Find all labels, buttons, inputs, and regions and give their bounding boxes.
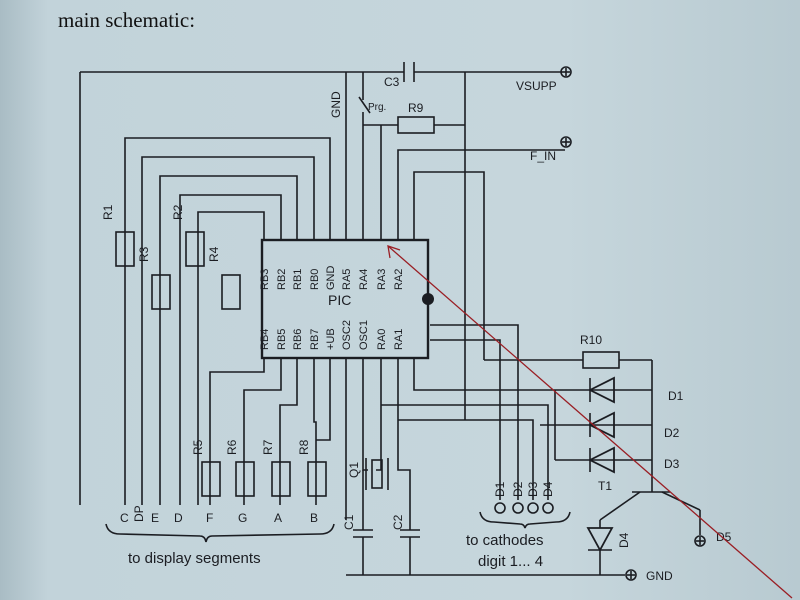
segment-label-g: G [238,511,247,525]
capacitor-c1: C1 [342,514,373,575]
segment-label-b: B [310,511,318,525]
terminal-f-in: F_IN [530,136,572,163]
chip-pin-top-ra2: RA2 [393,269,405,290]
resistor-r2: R2 [171,204,205,267]
chip-pin-bottom-rb5: RB5 [276,329,288,350]
chip-pin-bottom-rb6: RB6 [292,329,304,350]
page-title: main schematic: [58,8,196,32]
cathode-pin-label-1: D1 [493,481,507,497]
svg-text:R6: R6 [225,439,239,455]
resistor-r8: R8 [297,439,327,497]
segment-label-d: D [174,511,183,525]
segment-label-c: C [120,511,129,525]
pointer-line [387,245,793,599]
left-resistor-wires [124,137,331,505]
lower-resistor-wires [209,324,555,530]
svg-text:R10: R10 [580,333,602,347]
capacitor-c3: C3 [384,62,415,89]
chip-pin-top-ra4: RA4 [358,269,370,290]
svg-text:R7: R7 [261,439,275,455]
segment-label-f: F [206,511,213,525]
label-vsupp: VSUPP [516,79,557,93]
chip-pin-bottom-ra1: RA1 [393,329,405,350]
cathode-pin-label-4: D4 [541,481,555,497]
resistor-r3: R3 [137,246,171,310]
resistor-r5: R5 [191,439,221,497]
prg-switch: Prg. [358,96,386,114]
label-c3: C3 [384,75,400,89]
top-wires [79,71,565,505]
chip-pin-bottom-osc1: OSC1 [358,320,370,350]
svg-text:R2: R2 [171,204,185,220]
svg-text:R3: R3 [137,246,151,262]
chip-pin-top-ra5: RA5 [341,269,353,290]
chip-top-pins: RB3 RB2 RB1 RB0 GND RA5 RA4 RA3 RA2 [259,266,405,291]
chip-pin-top-rb2: RB2 [276,269,288,290]
chip-pin-top-rb1: RB1 [292,269,304,290]
diode-d3: D3 [555,446,680,474]
svg-text:T1: T1 [598,479,612,493]
resistor-r1: R1 [101,204,135,267]
resistor-r7: R7 [261,439,291,497]
resistor-r9: R9 [397,101,435,134]
svg-text:Q1: Q1 [347,462,361,478]
svg-text:C2: C2 [391,514,405,530]
svg-text:C1: C1 [342,514,356,530]
capacitor-c2: C2 [391,514,420,575]
chip-bottom-pins: RB4 RB5 RB6 RB7 +UB OSC2 OSC1 RA0 RA1 [259,320,405,350]
svg-text:D5: D5 [716,530,732,544]
chip-pin-bottom-ub: +UB [325,328,337,350]
segment-label-e: E [151,511,159,525]
svg-text:D3: D3 [664,457,680,471]
resistor-r6: R6 [225,439,255,497]
resistor-r4: R4 [207,246,241,310]
chip-pin-top-ra3: RA3 [376,269,388,290]
svg-text:R5: R5 [191,439,205,455]
cathode-pin-label-3: D3 [526,481,540,497]
diode-d4: D4 [586,520,631,575]
crystal-q1: Q1 [347,458,389,490]
segment-label-dp: DP [132,505,146,522]
terminal-gnd: GND [625,569,673,583]
svg-text:R4: R4 [207,246,221,262]
svg-text:D2: D2 [664,426,680,440]
chip-pin-bottom-rb4: RB4 [259,329,271,350]
label-f-in: F_IN [530,149,556,163]
chip-name: PIC [328,292,351,308]
svg-text:D1: D1 [668,389,684,403]
terminal-d5: D5 [694,530,732,547]
terminal-vsupp: VSUPP [516,66,572,93]
label-r9: R9 [408,101,424,115]
diode-d2: D2 [540,411,680,440]
chip-pin-bottom-rb7: RB7 [309,329,321,350]
chip-pin-bottom-ra0: RA0 [376,329,388,350]
label-gnd-pin: GND [329,91,343,118]
pointer-arrowhead [387,245,401,259]
chip-pin-top-gnd: GND [325,266,337,291]
svg-text:R8: R8 [297,439,311,455]
resistor-r10: R10 [484,333,653,460]
svg-text:GND: GND [646,569,673,583]
diode-d1: D1 [555,376,684,404]
chip-pin-top-rb3: RB3 [259,269,271,290]
segment-label-a: A [274,511,282,525]
chip-pin-top-rb0: RB0 [309,269,321,290]
svg-text:R1: R1 [101,204,115,220]
caption-cathodes-2: digit 1... 4 [478,553,543,570]
label-prg: Prg. [368,102,386,113]
cathode-pin-label-2: D2 [511,481,525,497]
caption-segments: to display segments [128,550,261,567]
svg-text:D4: D4 [617,532,631,548]
caption-cathodes-1: to cathodes [466,532,544,549]
chip-pin-bottom-osc2: OSC2 [341,320,353,350]
